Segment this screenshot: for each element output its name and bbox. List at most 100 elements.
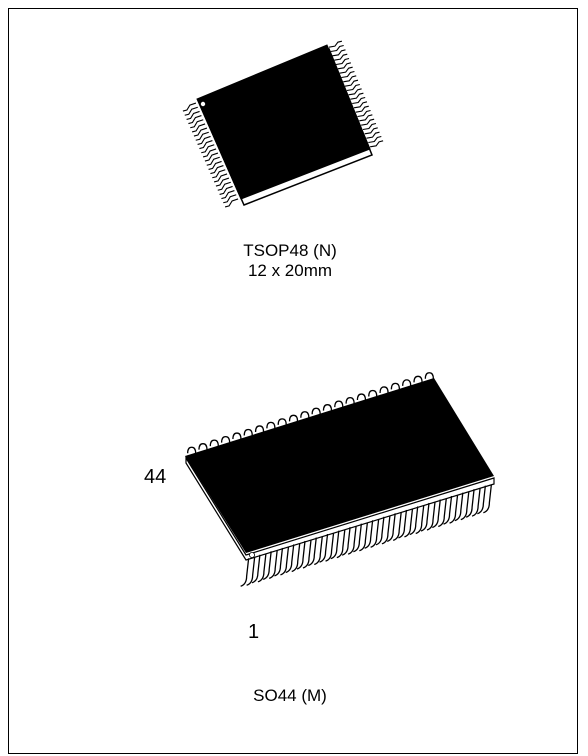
tsop48-lead <box>339 66 353 74</box>
so44-lead <box>296 539 312 570</box>
so44-lead <box>262 550 278 580</box>
tsop48-lead <box>221 190 235 200</box>
so44-lead <box>345 396 355 404</box>
so44-lead <box>274 546 290 577</box>
tsop48-lead <box>352 96 366 105</box>
tsop48-lead <box>195 131 209 141</box>
tsop48-lead <box>190 119 204 129</box>
so44-lead <box>386 512 402 542</box>
so44-lead <box>424 372 434 379</box>
so44-lead <box>390 382 401 390</box>
tsop48-lead <box>208 160 222 170</box>
so44-pin-first-label: 1 <box>248 621 260 643</box>
so44-package <box>185 372 495 587</box>
tsop48-lead <box>355 105 369 113</box>
so44-lead <box>409 505 425 536</box>
so44-lead <box>465 488 481 518</box>
tsop48-lead <box>217 181 231 191</box>
so44-lead <box>209 439 219 447</box>
so44-lead <box>198 443 208 450</box>
so44-lead <box>288 414 299 422</box>
tsop48-lead <box>191 123 206 133</box>
tsop48-lead <box>197 135 211 145</box>
tsop48-body <box>196 44 371 200</box>
tsop48-lead <box>188 115 202 125</box>
tsop48-lead <box>368 135 382 144</box>
tsop48-lead <box>223 194 237 204</box>
tsop48-lead <box>215 177 230 187</box>
so44-lead <box>364 519 380 549</box>
so44-lead <box>477 484 493 515</box>
tsop48-lead <box>346 83 360 92</box>
so44-lead <box>243 428 253 436</box>
tsop48-caption: TSOP48 (N) 12 x 20mm <box>180 241 400 281</box>
tsop48-lead <box>353 101 368 109</box>
tsop48-lead <box>224 198 239 208</box>
tsop48-lead <box>362 122 377 131</box>
tsop48-package <box>182 40 384 208</box>
tsop48-lead <box>350 92 364 100</box>
so44-lead <box>308 536 323 567</box>
so44-lead <box>330 529 346 560</box>
so44-leads-back <box>187 372 434 454</box>
tsop48-lead <box>204 152 219 162</box>
tsop48-lead <box>335 57 350 66</box>
so44-body <box>185 378 494 553</box>
so44-lead <box>319 533 335 563</box>
tsop48-lead <box>341 70 355 79</box>
so44-lead <box>285 543 301 574</box>
so44-body-side <box>185 455 495 561</box>
so44-leads-front <box>240 484 493 587</box>
tsop48-caption-line1: TSOP48 (N) <box>243 241 337 260</box>
tsop48-lead <box>202 148 217 158</box>
so44-pin1-dot <box>248 552 255 559</box>
figure-frame <box>8 8 578 754</box>
so44-lead <box>379 386 389 393</box>
tsop48-leads-right <box>328 40 384 148</box>
so44-lead <box>251 553 267 584</box>
so44-lead <box>232 432 242 440</box>
tsop48-caption-line2: 12 x 20mm <box>247 261 333 280</box>
so44-lead <box>341 526 357 556</box>
so44-lead <box>300 411 310 418</box>
tsop48-lead <box>193 127 208 137</box>
tsop48-lead <box>366 131 380 139</box>
so44-lead <box>402 379 412 386</box>
tsop48-lead <box>364 127 378 135</box>
so44-lead <box>277 418 287 425</box>
tsop48-lead <box>337 62 351 70</box>
tsop48-lead <box>212 169 226 179</box>
so44-lead <box>368 389 378 397</box>
so44-lead <box>240 557 256 587</box>
tsop48-pin1-dot <box>199 101 206 108</box>
tsop48-lead <box>357 109 371 118</box>
so44-lead <box>220 435 231 443</box>
so44-lead <box>356 393 367 401</box>
so44-pin-last-label: 44 <box>144 466 167 488</box>
tsop48-lead <box>184 106 198 116</box>
so44-lead <box>443 495 459 525</box>
so44-lead <box>432 498 447 529</box>
tsop48-lead <box>213 173 228 183</box>
tsop48-lead <box>361 118 375 126</box>
tsop48-lead <box>210 165 224 175</box>
so44-lead <box>311 407 321 415</box>
tsop48-lead <box>182 102 197 112</box>
tsop48-lead <box>343 75 357 83</box>
so44-lead <box>420 501 436 532</box>
tsop48-lead <box>332 49 346 57</box>
tsop48-lead <box>359 114 373 122</box>
tsop48-lead <box>334 53 348 61</box>
tsop48-lead <box>186 110 200 120</box>
so44-lead <box>334 400 344 408</box>
so44-lead <box>187 446 197 454</box>
so44-lead <box>398 508 414 539</box>
tsop48-lead <box>344 79 359 87</box>
so44-lead <box>266 421 276 429</box>
so44-caption: SO44 (M) <box>253 686 327 705</box>
so44-lead <box>322 404 333 411</box>
tsop48-lead <box>206 156 220 166</box>
so44-lead <box>254 425 265 432</box>
so44-lead <box>375 515 391 546</box>
